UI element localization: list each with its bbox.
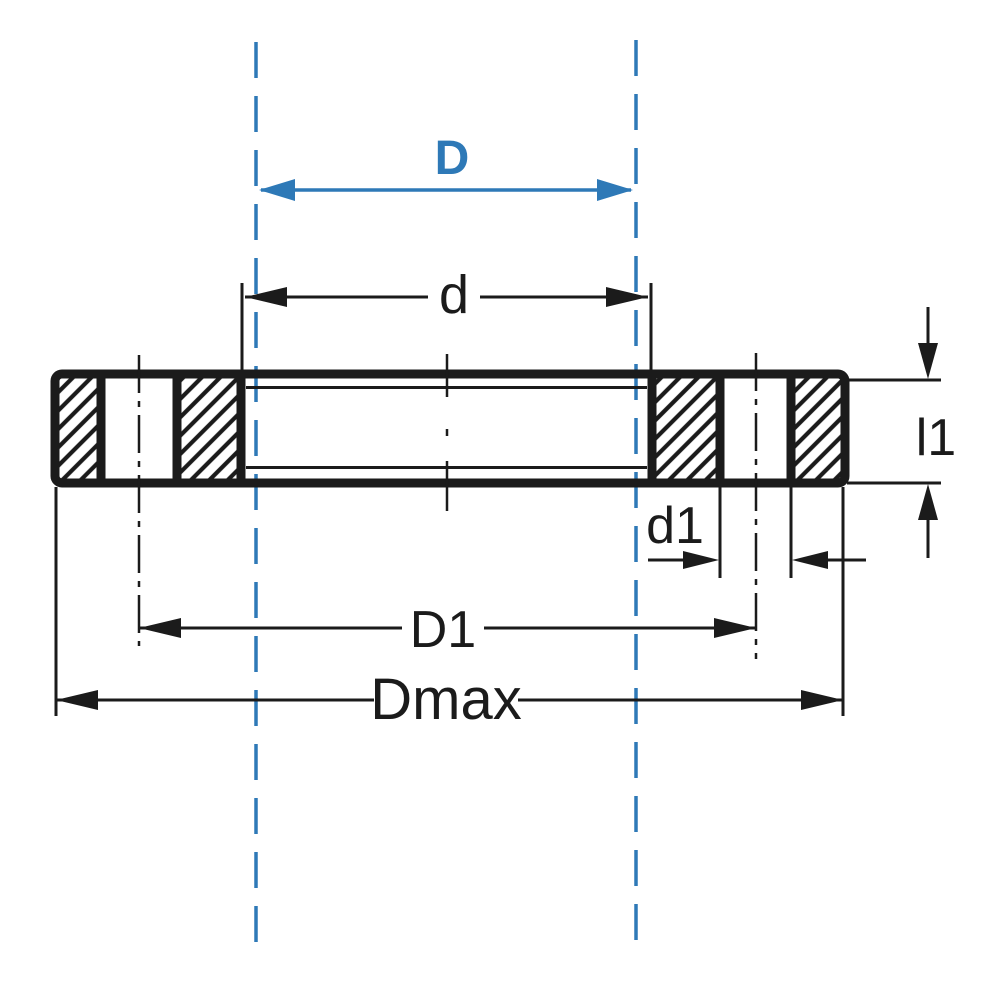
dimension-D-arrow-right (597, 179, 633, 201)
dimension-d1-arrow-right (792, 551, 828, 569)
dimension-d1-arrow-left (683, 551, 719, 569)
dimension-D1: D1 (139, 601, 756, 659)
dimension-D1-arrow-right (714, 618, 756, 638)
hatched-section-left-outer (59, 378, 97, 479)
outer-diameter-label: D (435, 132, 470, 185)
hatched-section-left-inner (181, 378, 237, 479)
dimension-d1: d1 (646, 487, 866, 578)
bolt-hole-diameter-label: d1 (646, 497, 704, 555)
thickness-label: l1 (916, 409, 956, 467)
flange-outline (50, 369, 850, 488)
hatched-section-right-inner (656, 378, 716, 479)
dimension-D1-arrow-left (139, 618, 181, 638)
dimension-Dmax-arrow-left (56, 690, 98, 710)
flange-section-dividers (96, 374, 796, 483)
hatched-section-right-outer (795, 378, 841, 479)
centerlines (137, 353, 758, 659)
dimension-d: d (240, 265, 653, 376)
bolt-circle-diameter-label: D1 (410, 601, 476, 659)
dimension-Dmax: Dmax (54, 487, 845, 732)
dimension-d-arrow-right (606, 287, 648, 307)
dimension-l1-arrow-top (918, 343, 938, 379)
dimension-l1: l1 (847, 307, 956, 558)
bore-diameter-label: d (439, 265, 469, 325)
max-diameter-label: Dmax (370, 667, 521, 732)
dimension-D: D (259, 132, 633, 201)
dimension-l1-arrow-bottom (918, 484, 938, 520)
dimension-D-arrow-left (259, 179, 295, 201)
dimension-d-arrow-left (245, 287, 287, 307)
dimension-Dmax-arrow-right (801, 690, 843, 710)
blue-center-guides (254, 40, 638, 946)
